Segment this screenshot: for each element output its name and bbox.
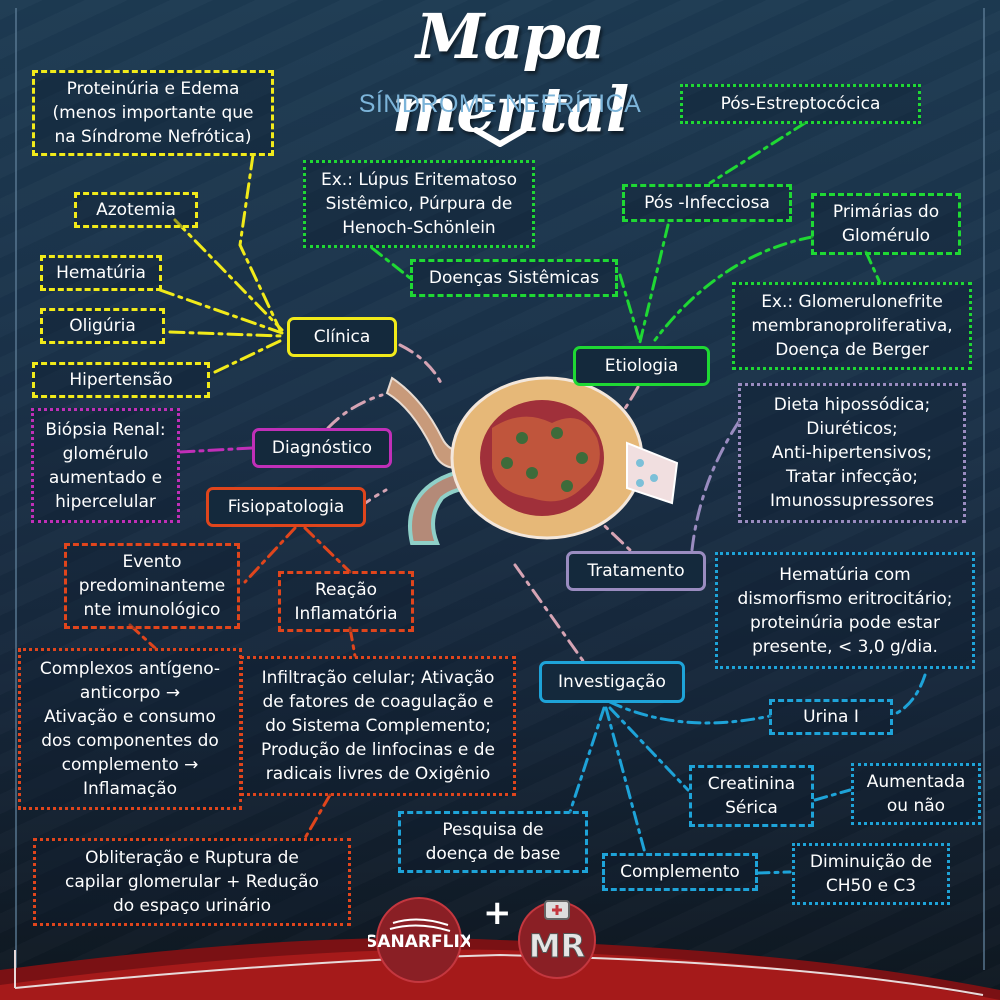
etiologia-sistemicas-exemplos[interactable]: Ex.: Lúpus Eritematoso Sistêmico, Púrpur… xyxy=(303,160,535,248)
investigacao-creatinina[interactable]: Creatinina Sérica xyxy=(689,765,814,827)
link-pesquisa xyxy=(568,706,606,814)
clinica-proteinuria[interactable]: Proteinúria e Edema (menos importante qu… xyxy=(32,70,274,156)
fisio-evento[interactable]: Evento predominanteme nte imunológico xyxy=(64,543,240,629)
fisio-infiltracao[interactable]: Infiltração celular; Ativação de fatores… xyxy=(240,656,516,796)
link-hematuria xyxy=(158,288,284,335)
sanarflix-logo-text: SANARFLIX xyxy=(368,932,470,952)
investigacao-urina-resultado[interactable]: Hematúria com dismorfismo eritrocitário;… xyxy=(715,552,975,669)
link-oliguria xyxy=(168,330,284,338)
link-center-investigacao xyxy=(513,563,588,667)
diagnostico-biopsia[interactable]: Biópsia Renal: glomérulo aumentado e hip… xyxy=(31,408,180,523)
clinica-hipertensao[interactable]: Hipertensão xyxy=(32,362,210,398)
hub-investigacao[interactable]: Investigação xyxy=(539,661,685,703)
link-primarias-ex xyxy=(864,250,882,285)
link-tratamento xyxy=(690,418,742,552)
link-evento xyxy=(243,526,297,584)
etiologia-doencas-sistemicas[interactable]: Doenças Sistêmicas xyxy=(410,259,618,297)
link-center-clinica xyxy=(398,343,444,387)
link-posestrep xyxy=(708,121,807,185)
link-posinfecciosa xyxy=(638,223,670,344)
page-title: Mapa mental xyxy=(391,0,630,146)
plus-sign: + xyxy=(483,893,512,933)
investigacao-complemento-resultado[interactable]: Diminuição de CH50 e C3 xyxy=(792,843,950,905)
mr-logo-text: MR xyxy=(529,927,585,965)
investigacao-creatinina-resultado[interactable]: Aumentada ou não xyxy=(851,763,981,825)
link-doencas xyxy=(618,273,642,344)
frame-left-line xyxy=(15,8,17,970)
link-center-diagnostico xyxy=(326,393,384,430)
link-infiltracao xyxy=(348,626,357,658)
mr-logo: MR xyxy=(518,900,596,979)
link-proteinuria xyxy=(238,153,282,332)
link-diagnostico xyxy=(178,446,254,454)
clinica-azotemia[interactable]: Azotemia xyxy=(74,192,198,228)
etiologia-pos-infecciosa[interactable]: Pós -Infecciosa xyxy=(622,184,792,222)
fisio-complexos[interactable]: Complexos antígeno- anticorpo → Ativação… xyxy=(18,648,242,810)
hub-etiologia[interactable]: Etiologia xyxy=(573,346,710,386)
link-obliteracao xyxy=(303,793,332,840)
link-center-etiologia xyxy=(608,385,640,432)
investigacao-urina[interactable]: Urina I xyxy=(769,699,893,735)
link-urina xyxy=(608,700,772,725)
glomerulus-illustration xyxy=(385,376,679,545)
link-primarias xyxy=(653,235,814,342)
link-creatinina-result xyxy=(813,788,852,802)
sanarflix-logo: SANARFLIX xyxy=(368,897,470,983)
link-complemento xyxy=(604,706,647,855)
fisio-obliteracao[interactable]: Obliteração e Ruptura de capilar glomeru… xyxy=(33,838,351,926)
investigacao-pesquisa[interactable]: Pesquisa de doença de base xyxy=(398,811,588,873)
investigacao-complemento[interactable]: Complemento xyxy=(602,853,758,891)
frame-right-line xyxy=(983,8,985,970)
clinica-hematuria[interactable]: Hematúria xyxy=(40,255,162,291)
etiologia-primarias-exemplos[interactable]: Ex.: Glomerulonefrite membranoproliferat… xyxy=(732,282,972,370)
link-lupus xyxy=(370,246,412,280)
link-complemento-result xyxy=(755,870,792,875)
etiologia-pos-estreptococica[interactable]: Pós-Estreptocócica xyxy=(680,84,921,124)
hub-fisiopatologia[interactable]: Fisiopatologia xyxy=(206,487,366,527)
chevron-down-icon xyxy=(473,127,527,147)
link-creatinina xyxy=(608,706,690,792)
tratamento-lista[interactable]: Dieta hipossódica; Diuréticos; Anti-hipe… xyxy=(738,383,966,523)
clinica-oliguria[interactable]: Oligúria xyxy=(40,308,165,344)
fisio-reacao[interactable]: Reação Inflamatória xyxy=(278,571,414,632)
link-urina-result xyxy=(891,673,927,717)
link-azotemia xyxy=(173,218,284,332)
link-hipertensao xyxy=(213,338,284,374)
etiologia-primarias[interactable]: Primárias do Glomérulo xyxy=(811,193,961,255)
hub-clinica[interactable]: Clínica xyxy=(287,317,397,357)
hub-tratamento[interactable]: Tratamento xyxy=(566,551,706,591)
link-reacao xyxy=(303,526,352,574)
hub-diagnostico[interactable]: Diagnóstico xyxy=(252,428,392,468)
page-subtitle: SÍNDROME NEFRÍTICA xyxy=(358,90,642,118)
bottom-wave-decoration xyxy=(0,938,1000,1000)
